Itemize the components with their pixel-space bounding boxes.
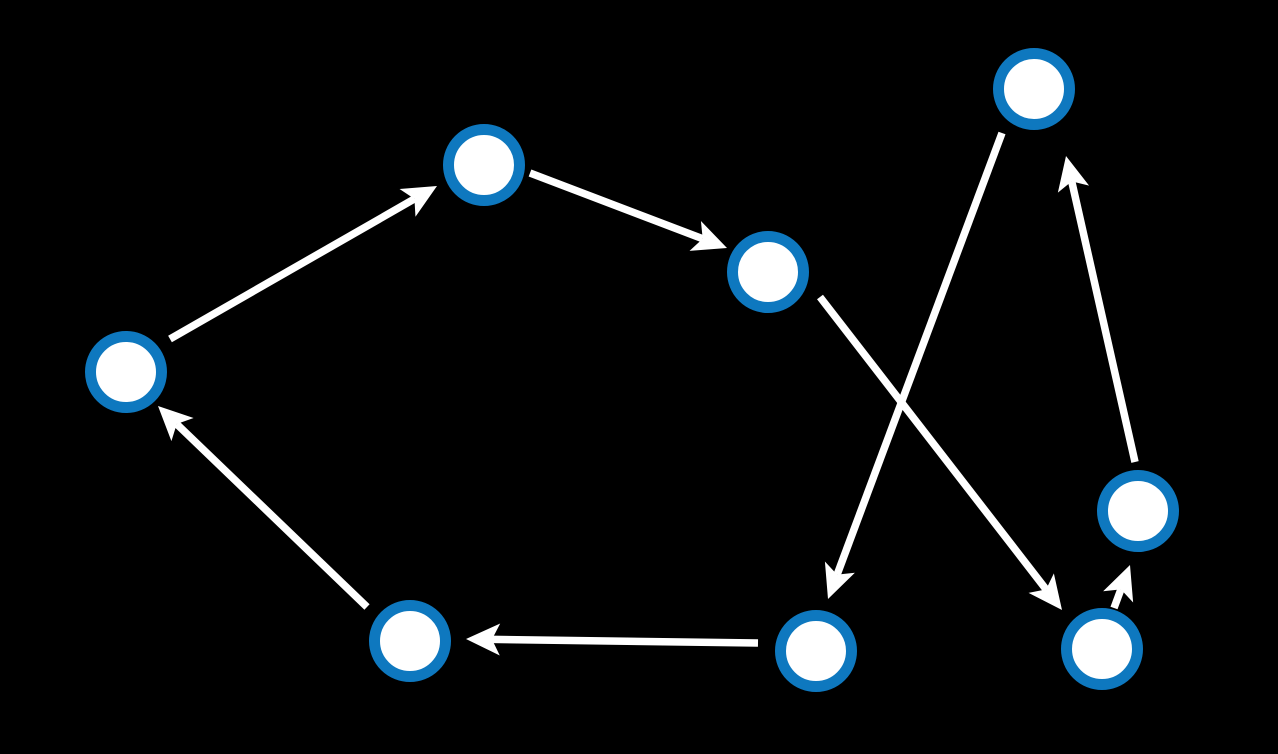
graph-node-node-bottom-right xyxy=(1061,608,1143,690)
graph-edge xyxy=(817,294,1062,610)
graph-node-node-right xyxy=(1097,470,1179,552)
edge-shaft xyxy=(833,131,1006,576)
graph-node-node-center xyxy=(727,231,809,313)
edge-shaft xyxy=(174,421,370,610)
edge-shaft xyxy=(817,294,1050,592)
graph-node-node-top-right xyxy=(993,48,1075,130)
arrowhead-icon xyxy=(158,406,194,442)
arrowhead-icon xyxy=(1057,156,1090,193)
graph-edge xyxy=(168,186,437,343)
graph-edge xyxy=(466,623,759,656)
graph-node-node-left xyxy=(85,331,167,413)
arrowhead-icon xyxy=(1103,565,1134,603)
arrowhead-icon xyxy=(1028,573,1062,610)
edge-shaft xyxy=(1068,180,1139,463)
arrowhead-icon xyxy=(689,220,727,251)
edge-shaft xyxy=(528,169,705,243)
graph-edge xyxy=(1057,156,1139,463)
arrowhead-icon xyxy=(824,561,855,599)
graph-node-node-bottom-left xyxy=(369,600,451,682)
graph-edge xyxy=(158,406,370,610)
edge-shaft xyxy=(168,195,417,343)
edges-layer xyxy=(158,131,1139,656)
arrowhead-icon xyxy=(466,623,501,656)
graph-node-node-bottom-middle xyxy=(775,610,857,692)
graph-edge xyxy=(824,131,1006,599)
edge-shaft xyxy=(491,635,759,647)
edge-shaft xyxy=(1110,588,1125,610)
nodes-layer xyxy=(85,48,1179,692)
arrowhead-icon xyxy=(399,186,437,217)
graph-edge xyxy=(528,169,727,251)
graph-node-node-upper-middle xyxy=(443,124,525,206)
graph-edge xyxy=(1103,565,1134,610)
